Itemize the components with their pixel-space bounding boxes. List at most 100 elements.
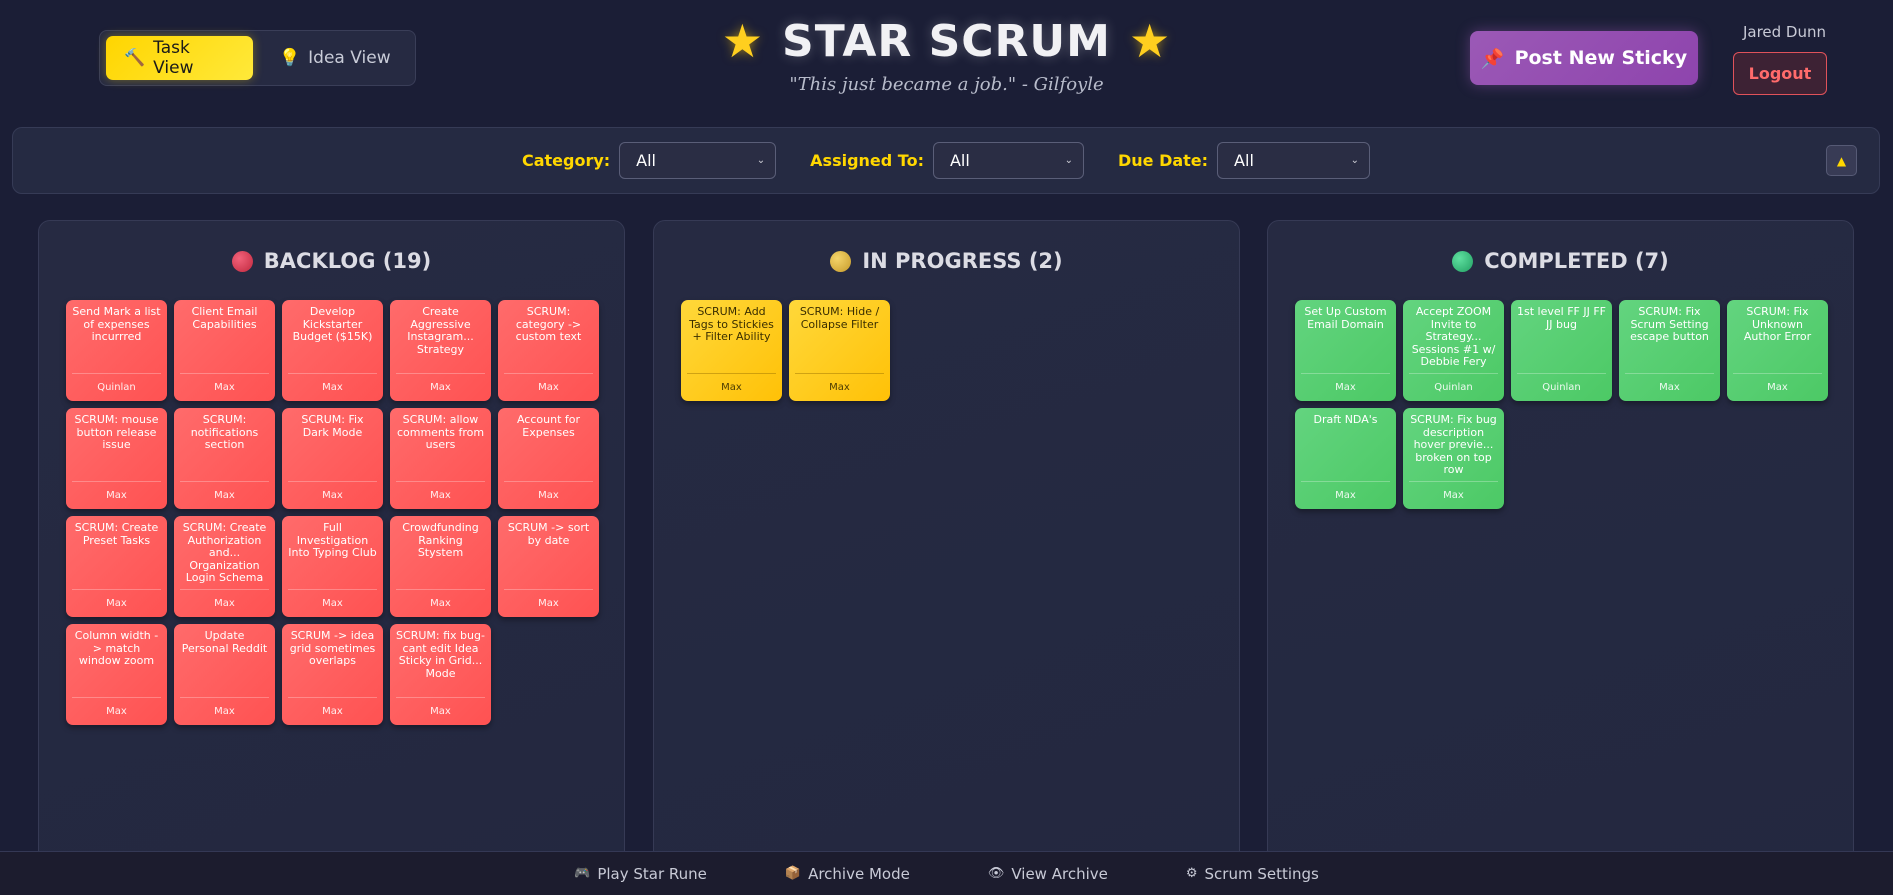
hammer-icon: 🔨 <box>124 48 146 68</box>
sticky-assignee: Max <box>72 481 161 509</box>
sticky-assignee: Max <box>180 481 269 509</box>
archive-mode-button[interactable]: 📦 Archive Mode <box>785 865 910 883</box>
sticky-title: Update Personal Reddit <box>181 630 268 655</box>
sticky-note[interactable]: SCRUM: Add Tags to Stickies + Filter Abi… <box>681 300 782 401</box>
sticky-title: SCRUM: Fix Dark Mode <box>301 414 364 439</box>
package-icon: 📦 <box>784 866 802 881</box>
idea-view-label: Idea View <box>308 48 391 68</box>
sticky-title: SCRUM: notifications section <box>190 414 259 451</box>
task-view-label: Task View <box>153 38 194 78</box>
sticky-assignee: Max <box>1409 481 1498 509</box>
post-new-sticky-button[interactable]: 📌 Post New Sticky <box>1470 31 1698 85</box>
archive-mode-label: Archive Mode <box>808 864 910 883</box>
sticky-assignee: Max <box>288 589 377 617</box>
app-title: ★ STAR SCRUM ★ <box>722 14 1171 68</box>
lightbulb-icon: 💡 <box>279 48 301 68</box>
sticky-title: Send Mark a list of expenses incurrred <box>72 306 161 343</box>
due-date-select[interactable]: All ⌄ <box>1217 142 1371 179</box>
app-subtitle: "This just became a job." - Gilfoyle <box>789 74 1104 95</box>
play-star-rune-button[interactable]: 🎮 Play Star Rune <box>574 865 707 883</box>
sticky-assignee: Max <box>1625 373 1714 401</box>
completed-title: COMPLETED (7) <box>1484 249 1669 273</box>
due-date-select-value: All <box>1234 151 1254 170</box>
task-view-button[interactable]: 🔨 Task View <box>106 36 253 80</box>
sticky-title: Column width -> match window zoom <box>74 630 159 667</box>
sticky-assignee: Max <box>504 481 593 509</box>
sticky-title: Accept ZOOM Invite to Strategy... Sessio… <box>1411 306 1496 368</box>
sticky-assignee: Max <box>396 481 485 509</box>
assigned-to-select[interactable]: All ⌄ <box>932 142 1084 179</box>
sticky-note[interactable]: Develop Kickstarter Budget ($15K)Max <box>282 300 383 401</box>
sticky-note[interactable]: SCRUM: Create Authorization and... Organ… <box>174 516 275 617</box>
sticky-title: 1st level FF JJ FF JJ bug <box>1517 306 1606 331</box>
sticky-note[interactable]: Accept ZOOM Invite to Strategy... Sessio… <box>1403 300 1504 401</box>
footer-bar: 🎮 Play Star Rune 📦 Archive Mode 👁 View A… <box>0 851 1893 895</box>
star-icon: ★ <box>1128 14 1172 68</box>
yellow-circle-icon <box>830 250 852 272</box>
in-progress-grid: SCRUM: Add Tags to Stickies + Filter Abi… <box>681 300 1239 401</box>
scrum-settings-label: Scrum Settings <box>1204 864 1319 883</box>
chevron-down-icon: ⌄ <box>1350 155 1360 166</box>
in-progress-column: IN PROGRESS (2) SCRUM: Add Tags to Stick… <box>653 220 1240 895</box>
scrum-settings-button[interactable]: ⚙ Scrum Settings <box>1186 865 1319 883</box>
sticky-assignee: Max <box>1301 481 1390 509</box>
idea-view-button[interactable]: 💡 Idea View <box>261 36 409 80</box>
in-progress-title: IN PROGRESS (2) <box>862 249 1063 273</box>
sticky-title: SCRUM: mouse button release issue <box>74 414 159 451</box>
sticky-title: Draft NDA's <box>1313 414 1378 426</box>
sticky-title: SCRUM -> sort by date <box>507 522 590 547</box>
sticky-assignee: Max <box>504 589 593 617</box>
sticky-title: SCRUM -> idea grid sometimes overlaps <box>289 630 376 667</box>
sticky-assignee: Quinlan <box>72 373 161 401</box>
green-circle-icon <box>1452 250 1474 272</box>
red-circle-icon <box>231 250 253 272</box>
sticky-title: SCRUM: Fix Scrum Setting escape button <box>1630 306 1709 343</box>
due-date-filter: Due Date: All ⌄ <box>1118 142 1371 179</box>
view-archive-button[interactable]: 👁 View Archive <box>988 865 1108 883</box>
gamepad-icon: 🎮 <box>574 866 591 881</box>
sticky-title: Develop Kickstarter Budget ($15K) <box>292 306 373 343</box>
sticky-note[interactable]: SCRUM: Fix bug description hover previe.… <box>1403 408 1504 509</box>
sticky-note[interactable]: SCRUM: fix bug- cant edit Idea Sticky in… <box>390 624 491 725</box>
sticky-title: SCRUM: Create Preset Tasks <box>74 522 159 547</box>
sticky-assignee: Max <box>72 697 161 725</box>
category-select[interactable]: All ⌄ <box>619 142 777 179</box>
logout-button[interactable]: Logout <box>1733 52 1827 95</box>
current-user-name: Jared Dunn <box>1742 23 1826 41</box>
sticky-assignee: Max <box>795 373 884 401</box>
filter-bar: Category: All ⌄ Assigned To: All ⌄ Due D… <box>12 127 1880 194</box>
eye-icon: 👁 <box>987 866 1005 881</box>
backlog-title: BACKLOG (19) <box>263 249 432 273</box>
assigned-to-filter: Assigned To: All ⌄ <box>810 142 1084 179</box>
sticky-assignee: Max <box>396 373 485 401</box>
assigned-to-filter-label: Assigned To: <box>810 151 924 170</box>
collapse-filter-button[interactable]: ▲ <box>1826 145 1857 176</box>
sticky-title: SCRUM: Fix bug description hover previe.… <box>1410 414 1497 476</box>
completed-header: COMPLETED (7) <box>1268 249 1853 273</box>
app-title-text: STAR SCRUM <box>782 15 1111 67</box>
sticky-assignee: Quinlan <box>1409 373 1498 401</box>
